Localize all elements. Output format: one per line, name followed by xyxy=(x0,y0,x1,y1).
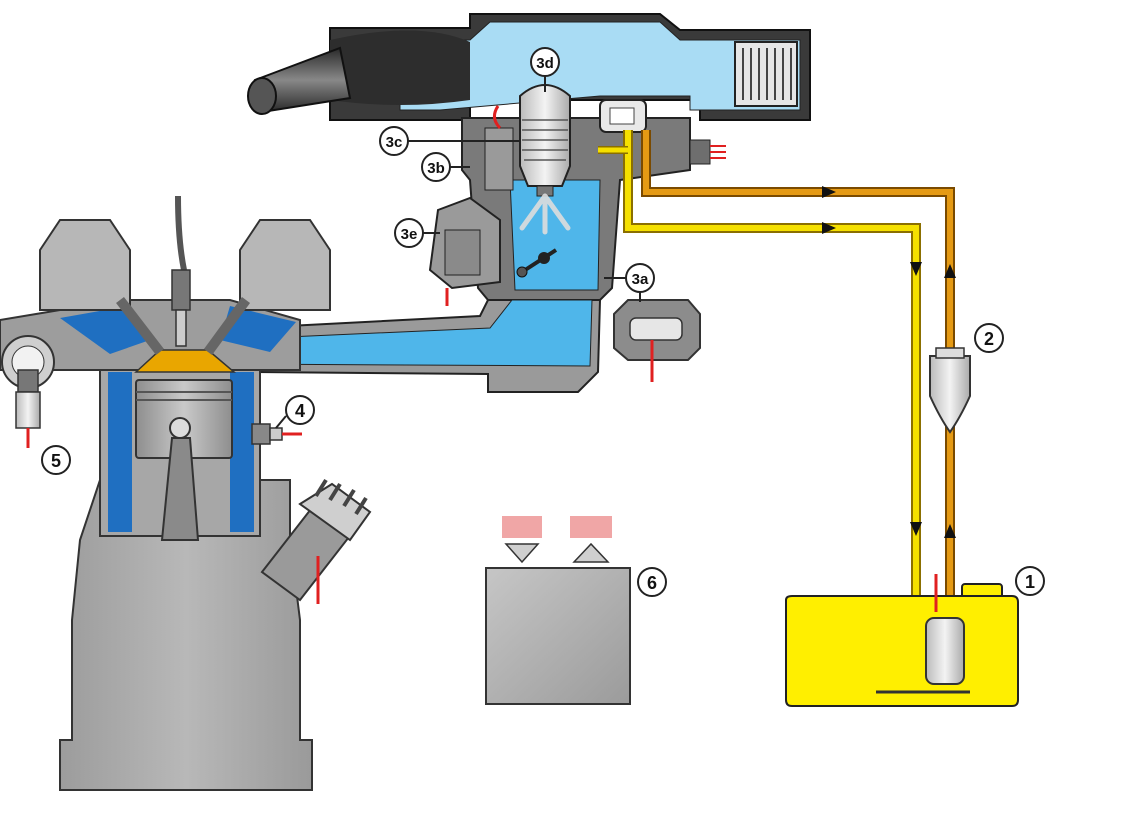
svg-text:1: 1 xyxy=(1025,572,1035,592)
throttle-valve-icon xyxy=(516,248,558,278)
callout-lambda-sensor: 5 xyxy=(41,445,71,475)
callout-temp-sensor: 4 xyxy=(275,395,315,429)
intake-manifold xyxy=(208,299,602,393)
callout-throttle-switch: 3a xyxy=(604,263,655,302)
distributor-icon xyxy=(260,478,372,604)
fuel-pump xyxy=(925,574,965,685)
idle-actuator xyxy=(428,196,501,306)
callout-pressure-regulator: 3c xyxy=(379,126,520,156)
piston-icon xyxy=(135,379,233,541)
callout-filter: 2 xyxy=(974,323,1004,353)
air-intake-housing xyxy=(247,13,811,121)
air-filter-element xyxy=(734,41,798,107)
fuel-supply-line xyxy=(598,130,921,650)
svg-text:3c: 3c xyxy=(386,134,403,151)
callout-tank: 1 xyxy=(1015,566,1045,596)
flow-arrows xyxy=(822,186,956,538)
lambda-sensor-icon xyxy=(15,369,41,448)
fuel-return-line xyxy=(641,130,955,650)
engine-block xyxy=(0,219,331,791)
svg-text:3d: 3d xyxy=(536,55,554,72)
fuel-filter-icon xyxy=(929,347,971,434)
callout-ecu: 6 xyxy=(637,567,667,597)
svg-text:5: 5 xyxy=(51,451,61,471)
svg-text:3e: 3e xyxy=(401,226,418,243)
fuel-tank-icon xyxy=(785,574,1019,707)
ecu-icon xyxy=(485,516,631,705)
temperature-sensor-icon xyxy=(251,423,302,445)
callout-idle-actuator: 3e xyxy=(394,218,440,248)
svg-text:3b: 3b xyxy=(427,160,445,177)
injector-icon xyxy=(493,84,571,235)
svg-text:3a: 3a xyxy=(632,271,649,288)
callout-injector: 3d xyxy=(530,47,560,92)
callout-throttle-body: 3b xyxy=(421,152,470,182)
pressure-regulator xyxy=(599,99,647,133)
throttle-switch xyxy=(613,299,701,382)
svg-text:4: 4 xyxy=(295,401,305,421)
intake-horn xyxy=(247,46,352,115)
svg-text:2: 2 xyxy=(984,329,994,349)
spark-plug-icon xyxy=(171,195,191,347)
svg-text:6: 6 xyxy=(647,573,657,593)
throttle-body xyxy=(461,117,726,301)
